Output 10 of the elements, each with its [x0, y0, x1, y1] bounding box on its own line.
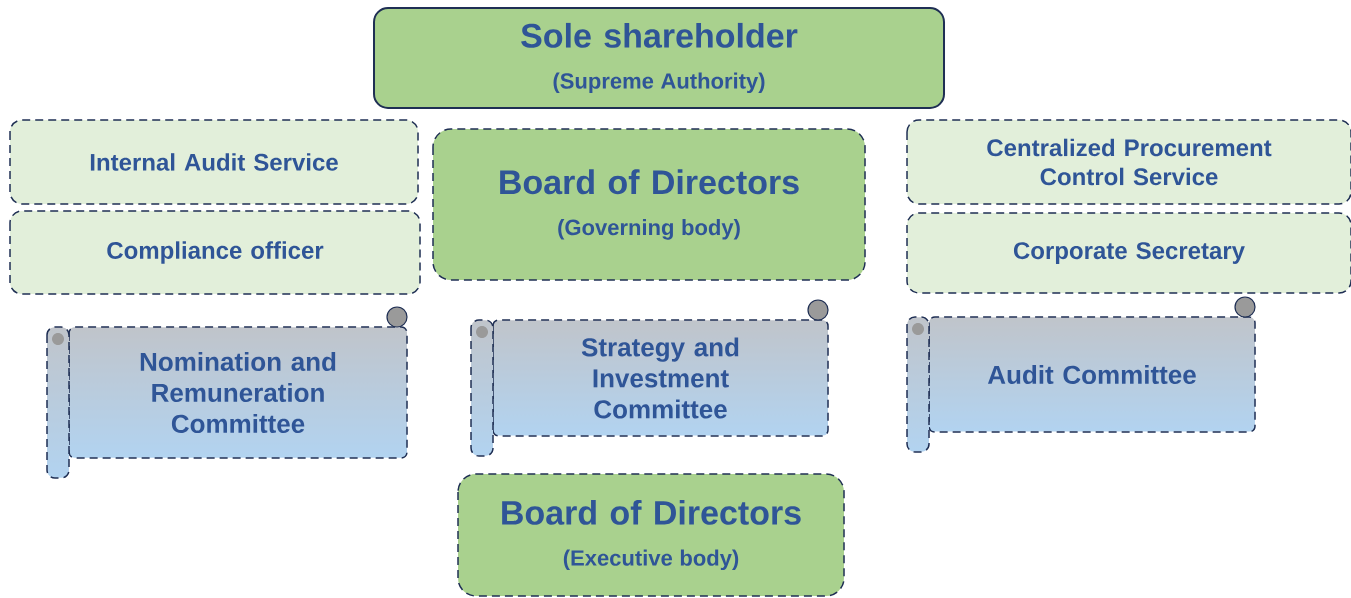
dashed-box: Centralized Procurement Control Service — [906, 119, 1351, 205]
scroll-banner: Nomination and Remuneration Committee — [46, 306, 408, 479]
dashed-box: Compliance officer — [9, 210, 421, 295]
dashed-box: Internal Audit Service — [9, 119, 419, 205]
rounded-box: Sole shareholder (Supreme Authority) — [373, 7, 945, 109]
rounded-box: Board of Directors (Executive body) — [457, 473, 845, 597]
rounded-box: Board of Directors (Governing body) — [432, 128, 866, 281]
dashed-box: Corporate Secretary — [906, 212, 1351, 294]
scroll-banner: Audit Committee — [906, 296, 1256, 453]
scroll-banner: Strategy and Investment Committee — [470, 299, 829, 457]
